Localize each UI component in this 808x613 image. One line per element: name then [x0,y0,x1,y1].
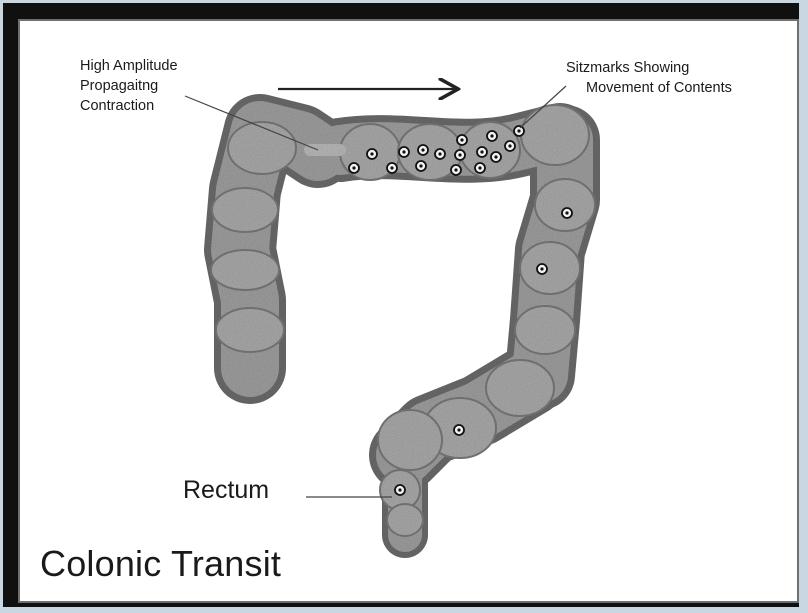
sitzmarks-label-line-1: Sitzmarks Showing [566,58,732,78]
rectum-label: Rectum [183,476,269,505]
colon-shape [211,105,595,536]
hapc-label-line-2: Propagaitng [80,76,178,96]
hapc-label-line-1: High Amplitude [80,56,178,76]
hapc-label: High Amplitude Propagaitng Contraction [80,56,178,116]
sitzmarks-label: Sitzmarks Showing Movement of Contents [566,58,732,98]
sitzmarks-label-line-2: Movement of Contents [566,78,732,98]
diagram-title: Colonic Transit [40,543,281,585]
hapc-label-line-3: Contraction [80,96,178,116]
